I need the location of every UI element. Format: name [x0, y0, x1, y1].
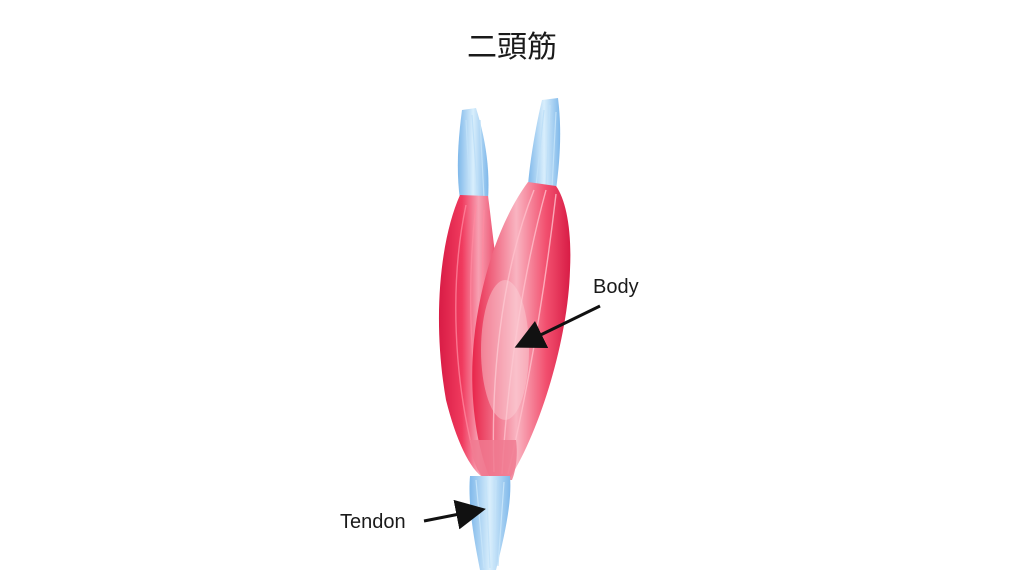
tendon-pointer-arrow: [423, 499, 486, 530]
body-pointer-arrow: [514, 304, 601, 348]
body-label: Body: [593, 276, 639, 298]
lower-tendon: [469, 476, 511, 570]
tendon-label: Tendon: [340, 511, 406, 533]
diagram-title: 二頭筋: [467, 30, 557, 65]
upper-left-tendon: [457, 108, 489, 200]
upper-right-tendon: [528, 98, 561, 190]
muscle-lower-junction: [470, 440, 517, 480]
